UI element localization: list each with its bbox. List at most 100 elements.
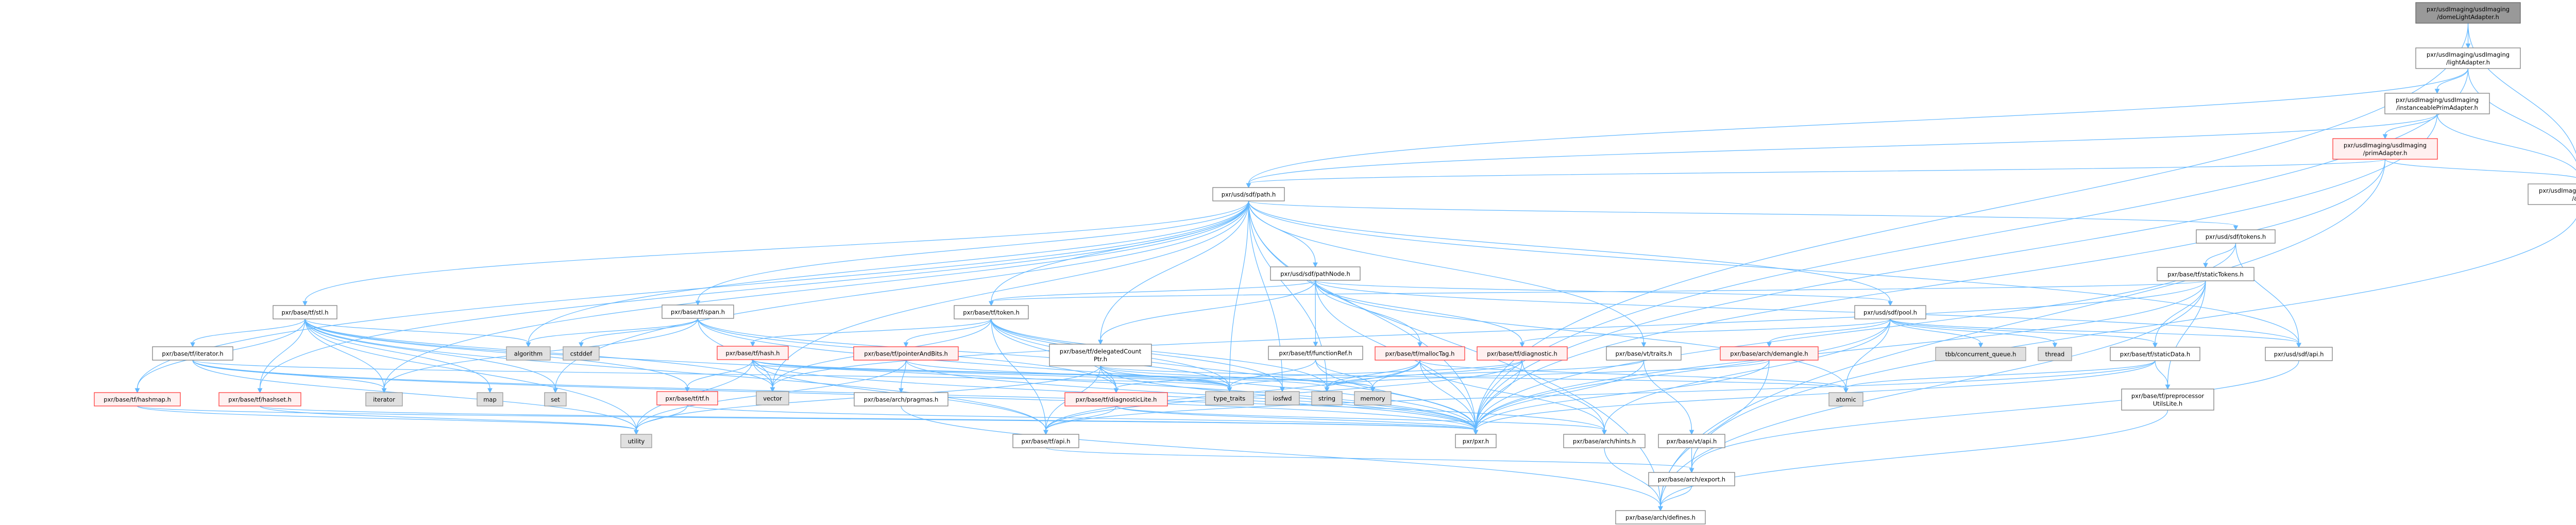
file-node-pxr[interactable]: pxr/pxr.h	[1455, 434, 1497, 448]
dependency-edge-dcp-to-typetraits	[1100, 365, 1230, 388]
file-node-inst[interactable]: pxr/usdImaging/usdImaging/instanceablePr…	[2384, 93, 2490, 114]
arrowhead-icon	[526, 342, 531, 348]
dependency-edge-path-to-stl	[304, 200, 1249, 302]
file-node-tf[interactable]: pxr/base/tf/tf.h	[656, 391, 718, 405]
file-node-tfapi[interactable]: pxr/base/tf/api.h	[1012, 434, 1079, 448]
file-node-path[interactable]: pxr/usd/sdf/path.h	[1212, 187, 1285, 201]
file-node-diaglite[interactable]: pxr/base/tf/diagnosticLite.h	[1064, 392, 1168, 407]
dependency-edge-diaglite-to-pxr	[1115, 405, 1477, 431]
node-label: pxr/base/tf/api.h	[1022, 438, 1071, 445]
file-node-vtapi[interactable]: pxr/base/vt/api.h	[1658, 434, 1725, 448]
file-node-span[interactable]: pxr/base/tf/span.h	[662, 304, 734, 319]
node-box	[2196, 229, 2276, 244]
dependency-edge-token-to-hash	[752, 318, 992, 343]
node-label: pxr/base/tf/preprocessor	[2131, 393, 2205, 400]
dependency-edge-hashset-to-pxr	[259, 405, 1477, 431]
dependency-edge-sdftokens-to-sdfapi	[2235, 243, 2299, 344]
node-label: tbb/concurrent_queue.h	[1945, 351, 2016, 358]
file-node-malloc[interactable]: pxr/base/tf/mallocTag.h	[1375, 346, 1465, 361]
dependency-edge-pragmas-to-defines	[901, 405, 1661, 507]
file-node-statictokens[interactable]: pxr/base/tf/staticTokens.h	[2157, 267, 2255, 281]
dependency-edge-inst-to-prim	[2384, 113, 2438, 135]
file-node-diag[interactable]: pxr/base/tf/diagnostic.h	[1477, 346, 1568, 361]
node-label: /api.h	[2572, 195, 2576, 202]
node-label: UtilsLite.h	[2153, 400, 2182, 408]
dependency-edge-stl-to-iterator	[304, 318, 385, 389]
file-node-vttraits[interactable]: pxr/base/vt/traits.h	[1606, 346, 1682, 361]
arrowhead-icon	[1888, 301, 1893, 307]
file-node-hash[interactable]: pxr/base/tf/hash.h	[717, 346, 789, 360]
file-node-hints[interactable]: pxr/base/arch/hints.h	[1563, 434, 1646, 448]
arrowhead-icon	[553, 388, 558, 394]
file-node-light[interactable]: pxr/usdImaging/usdImaging/lightAdapter.h	[2415, 47, 2521, 69]
dependency-edge-hashmap-to-utility	[137, 405, 637, 431]
dependency-edge-statictokens-to-defines	[1660, 280, 2206, 507]
node-label: pxr/usdImaging/usdImaging	[2427, 6, 2510, 13]
dependency-edge-funcref-to-pxr	[1315, 359, 1477, 431]
file-node-pathnode[interactable]: pxr/usd/sdf/pathNode.h	[1270, 266, 1361, 281]
dependency-edge-vttraits-to-typetraits	[1229, 360, 1645, 388]
file-node-dome[interactable]: pxr/usdImaging/usdImaging/domeLightAdapt…	[2415, 2, 2521, 24]
node-box	[1265, 391, 1300, 405]
node-box	[218, 392, 301, 407]
node-box	[1563, 434, 1646, 448]
file-node-token[interactable]: pxr/base/tf/token.h	[954, 305, 1029, 319]
arrowhead-icon	[1689, 430, 1694, 435]
file-node-pragmas[interactable]: pxr/base/arch/pragmas.h	[854, 392, 948, 407]
file-node-prim[interactable]: pxr/usdImaging/usdImaging/primAdapter.h	[2332, 138, 2438, 160]
file-node-iterh[interactable]: pxr/base/tf/iterator.h	[152, 346, 233, 361]
node-box	[620, 434, 652, 448]
file-node-pab[interactable]: pxr/base/tf/pointerAndBits.h	[853, 346, 959, 361]
dependency-edge-stl-to-tfapi	[304, 318, 1046, 431]
node-box	[2038, 347, 2072, 361]
file-node-sdftokens[interactable]: pxr/usd/sdf/tokens.h	[2196, 229, 2276, 244]
file-node-sdfapi[interactable]: pxr/usd/sdf/api.h	[2265, 347, 2333, 361]
node-label: utility	[628, 438, 645, 445]
arrowhead-icon	[2203, 263, 2208, 268]
file-node-hashmap[interactable]: pxr/base/tf/hashmap.h	[94, 392, 181, 407]
node-box	[2332, 138, 2438, 160]
dependency-edge-prim-to-uiapi	[2384, 159, 2576, 178]
dependency-edge-pab-to-pxr	[905, 360, 1477, 431]
node-box	[2528, 183, 2576, 205]
dependency-edge-diag-to-hints	[1521, 360, 1605, 431]
dependency-edge-statictokens-to-vector	[772, 280, 2206, 388]
arrowhead-icon	[579, 342, 584, 348]
arrowhead-icon	[1658, 506, 1663, 512]
file-node-defines[interactable]: pxr/base/arch/defines.h	[1615, 510, 1706, 524]
dependency-edge-path-to-vector	[772, 200, 1249, 388]
dependency-edge-malloc-to-atomic	[1419, 360, 1846, 389]
file-node-pool[interactable]: pxr/usd/sdf/pool.h	[1854, 305, 1926, 319]
node-label: iterator	[373, 396, 395, 403]
dependency-edge-funcref-to-typetraits	[1229, 359, 1316, 388]
file-node-stl[interactable]: pxr/base/tf/stl.h	[273, 305, 337, 319]
arrowhead-icon	[1689, 468, 1694, 473]
file-node-demangle[interactable]: pxr/base/arch/demangle.h	[1720, 346, 1819, 361]
dependency-edge-pathnode-to-atomic	[1315, 280, 1846, 389]
dependency-edge-stl-to-utility	[304, 318, 637, 431]
file-node-hashset[interactable]: pxr/base/tf/hashset.h	[218, 392, 301, 407]
dependency-edge-hints-to-defines	[1604, 447, 1661, 507]
dependency-edge-stl-to-hashset	[259, 318, 306, 389]
dependency-edge-pathnode-to-pool	[1315, 280, 1891, 302]
node-box	[365, 392, 403, 407]
node-box	[1615, 510, 1706, 524]
dependency-edge-iterh-to-utility	[192, 360, 637, 431]
dependency-edge-tfapi-to-export	[1045, 447, 1692, 469]
file-node-staticdata[interactable]: pxr/base/tf/staticData.h	[2110, 347, 2200, 361]
file-node-export[interactable]: pxr/base/arch/export.h	[1648, 472, 1735, 486]
node-box	[854, 392, 948, 407]
file-node-uiapi[interactable]: pxr/usdImaging/usdImaging/api.h	[2528, 183, 2576, 205]
node-box	[1354, 391, 1392, 405]
arrowhead-icon	[2165, 384, 2171, 390]
node-label: pxr/base/tf/hashset.h	[228, 396, 292, 403]
node-box	[1270, 266, 1361, 281]
file-node-tbbq: tbb/concurrent_queue.h	[1935, 347, 2026, 361]
dependency-edge-malloc-to-memory	[1372, 360, 1420, 388]
file-node-funcref[interactable]: pxr/base/tf/functionRef.h	[1268, 346, 1363, 360]
dependency-edge-stl-to-map	[304, 318, 490, 389]
node-box	[2121, 388, 2214, 411]
dependency-edge-path-to-token	[991, 200, 1249, 302]
